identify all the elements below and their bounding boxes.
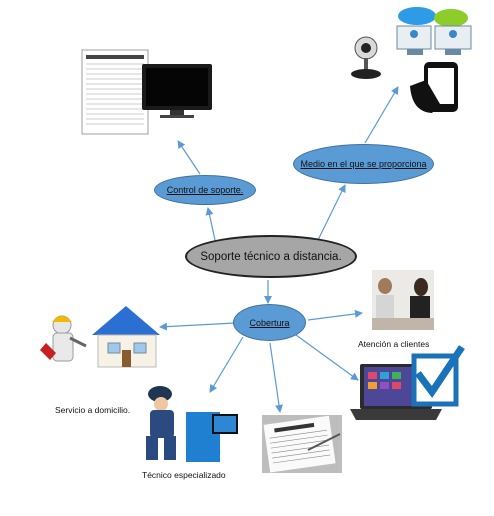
label-servicio-domicilio: Servicio a domicilio. (55, 405, 131, 415)
branch-node-control: Control de soporte. (154, 175, 256, 205)
woman-support-photo (372, 270, 434, 330)
arrow-cobertura-to-atencion (307, 309, 363, 321)
branch-label-medio: Medio en el que se proporciona (300, 159, 427, 169)
central-node-label: Soporte técnico a distancia. (200, 250, 342, 263)
chat-computers-icon (396, 7, 472, 55)
arrow-central-to-control (205, 207, 216, 241)
label-tecnico-especializado: Técnico especializado (142, 470, 226, 480)
arrow-central-to-medio (317, 184, 346, 241)
label-atencion-clientes: Atención a clientes (358, 339, 430, 349)
document-monitor-illustration (81, 49, 212, 135)
technician-illustration (146, 386, 238, 462)
connectors (159, 86, 399, 413)
arrow-cobertura-to-house (159, 322, 236, 331)
checkbox-check-icon (411, 345, 465, 407)
arrow-cobertura-to-contract (269, 342, 283, 413)
branch-node-medio: Medio en el que se proporciona (293, 144, 434, 184)
contract-document-photo (262, 415, 342, 473)
arrow-cobertura-to-laptop (295, 334, 359, 381)
arrow-control-to-monitor (177, 140, 201, 175)
phone-hand-icon (410, 62, 458, 113)
branch-label-control: Control de soporte. (166, 185, 244, 195)
arrow-medio-to-devices (364, 86, 399, 144)
branch-label-cobertura: Cobertura (249, 317, 290, 328)
arrow-cobertura-to-tecnico (209, 336, 244, 393)
branch-node-cobertura: Cobertura (233, 304, 306, 341)
central-node: Soporte técnico a distancia. (185, 235, 357, 278)
webcam-icon (351, 36, 381, 79)
house-wrench-illustration (40, 306, 160, 368)
